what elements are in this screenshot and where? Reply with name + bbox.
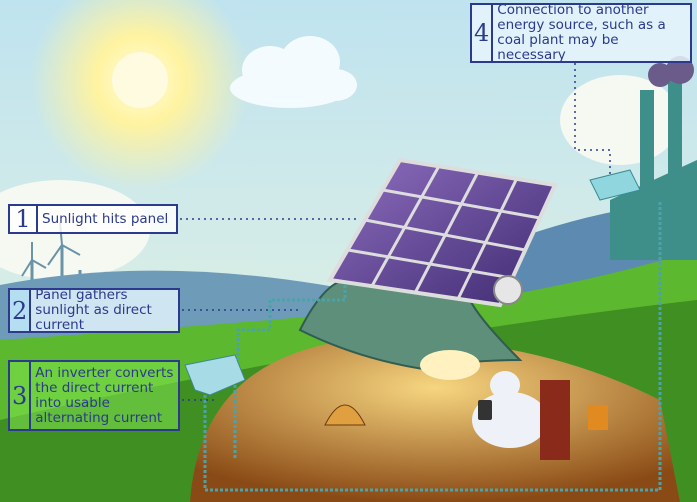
lamp [420, 350, 480, 380]
radio [324, 404, 366, 426]
inverter-box [184, 354, 246, 396]
callout-number: 2 [10, 290, 32, 331]
underground-cave [190, 338, 680, 502]
factory [610, 56, 697, 260]
callout-1: 1 Sunlight hits panel [8, 204, 178, 234]
wires [203, 200, 662, 492]
plant-pot [588, 405, 608, 430]
callout-text: An inverter converts the direct current … [35, 364, 174, 426]
callout-text: Panel gathers sunlight as direct current [35, 287, 152, 333]
callout-text: Connection to another energy source, suc… [497, 2, 666, 63]
bunny-character [472, 371, 570, 460]
cloud [230, 36, 357, 108]
callout-2: 2 Panel gathers sunlight as direct curre… [8, 288, 180, 333]
callout-text: Sunlight hits panel [42, 210, 169, 227]
callout-4: 4 Connection to another energy source, s… [470, 3, 692, 63]
connector-box [589, 169, 641, 201]
callout-number: 4 [472, 5, 494, 61]
callout-number: 3 [10, 362, 32, 429]
callout-number: 1 [10, 205, 38, 233]
callout-3: 3 An inverter converts the direct curren… [8, 360, 180, 431]
solar-panel [326, 157, 558, 308]
dotted-leader-lines [180, 63, 611, 401]
